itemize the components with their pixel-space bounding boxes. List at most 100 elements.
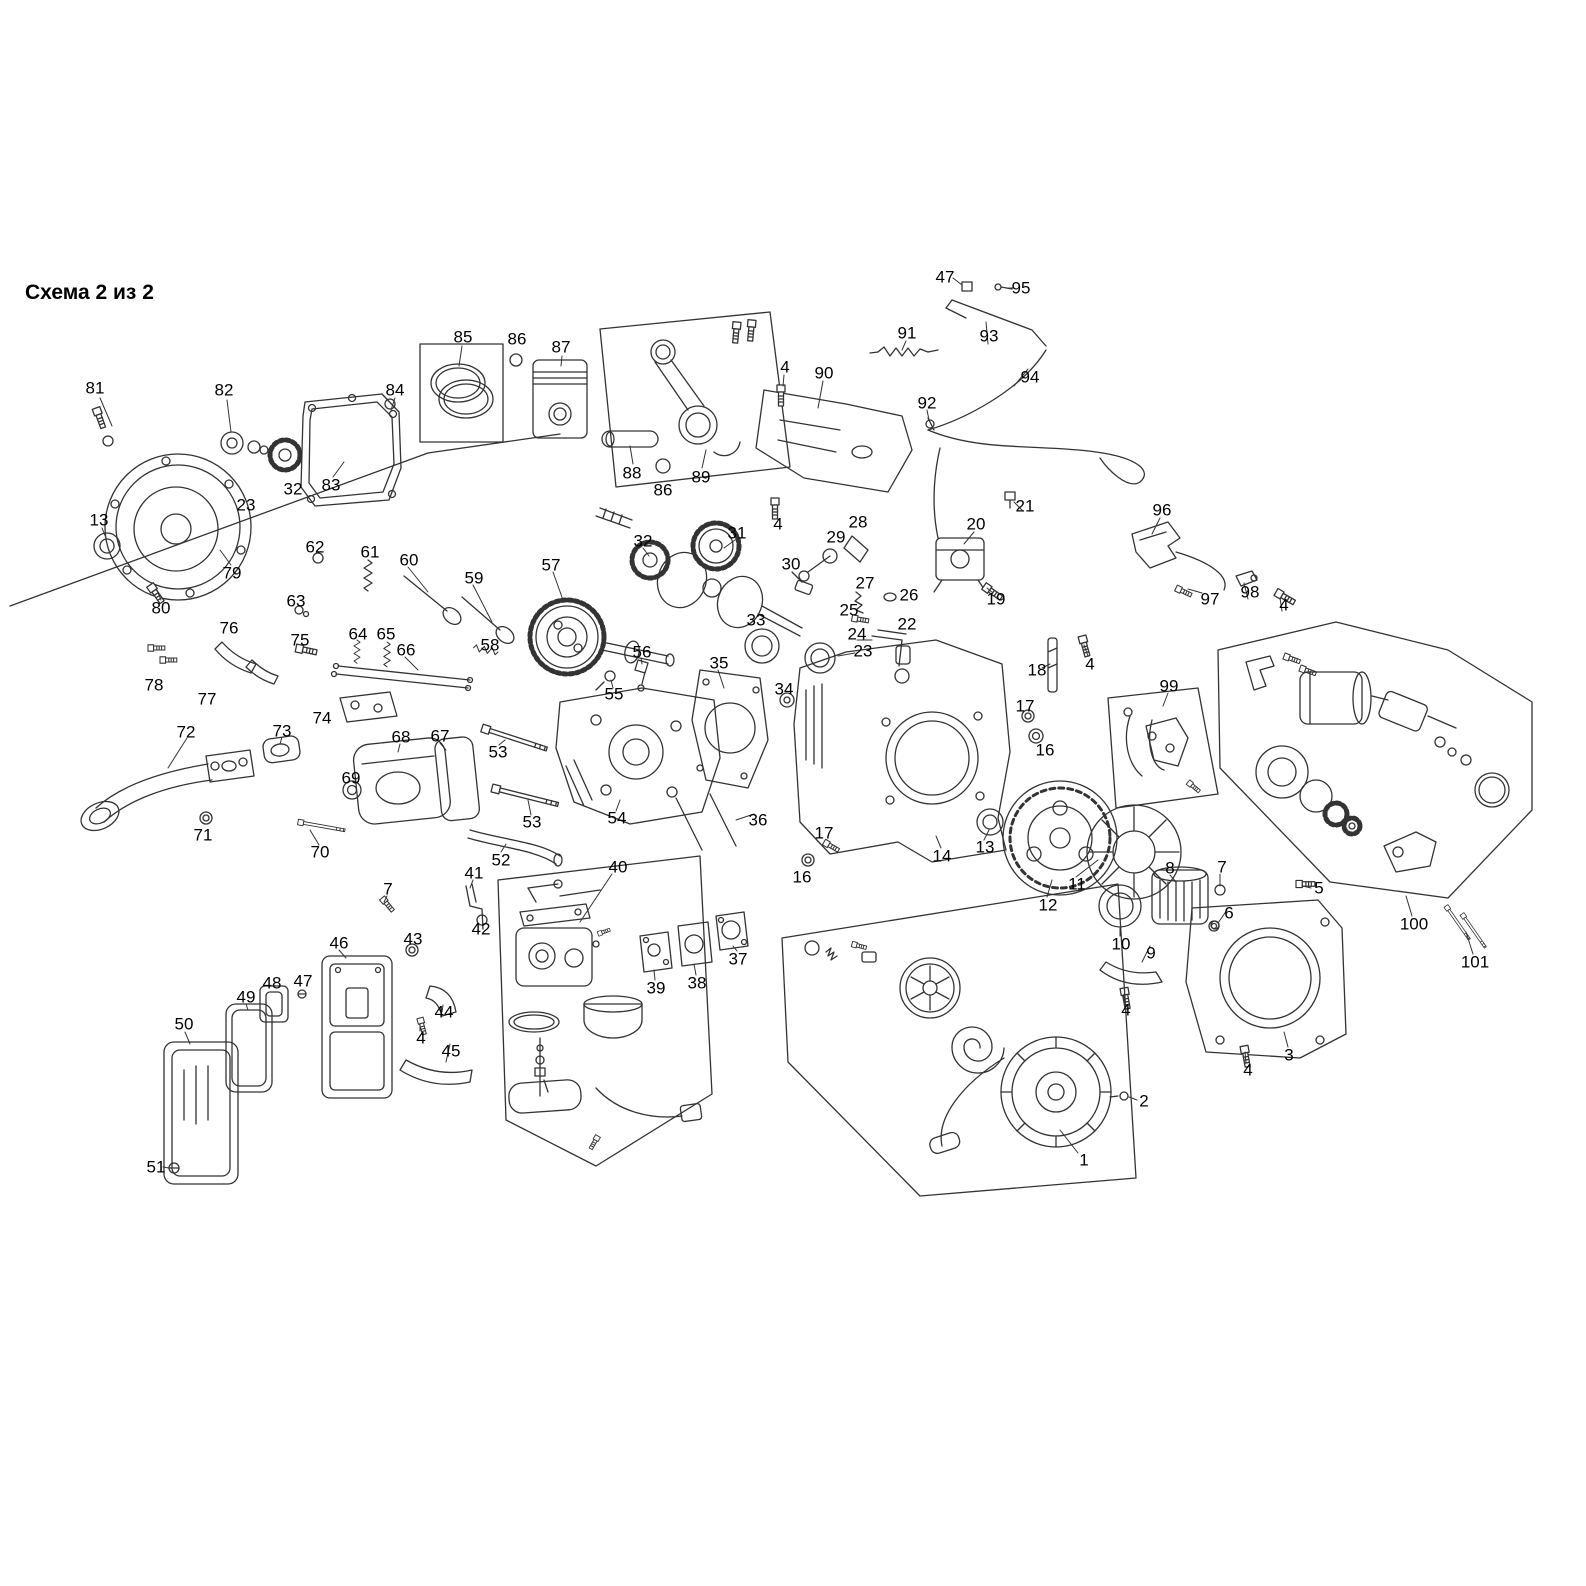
part-label: 87	[551, 337, 571, 357]
part-label: 22	[897, 614, 917, 634]
part-label: 30	[781, 554, 801, 574]
recoil-starter-box	[781, 883, 1137, 1197]
cylinder-baffle	[755, 384, 913, 520]
part-label: 42	[471, 919, 491, 939]
part-label: 4	[773, 514, 783, 534]
part-label: 32	[283, 479, 303, 499]
part-label: 16	[1035, 740, 1055, 760]
part-label: 24	[847, 624, 867, 644]
ignition-module-box	[1107, 687, 1219, 809]
part-label: 78	[144, 675, 164, 695]
part-label: 69	[341, 768, 361, 788]
part-label: 35	[709, 653, 729, 673]
part-label: 90	[814, 363, 834, 383]
part-label: 2	[1139, 1091, 1149, 1111]
part-label: 20	[966, 514, 986, 534]
crankcase-block	[793, 614, 1092, 867]
part-label: 4	[780, 357, 790, 377]
valvetrain	[147, 552, 515, 723]
part-label: 101	[1460, 952, 1490, 972]
part-label: 88	[622, 463, 642, 483]
part-label: 49	[236, 987, 256, 1007]
part-label: 41	[464, 863, 484, 883]
part-label: 70	[310, 842, 330, 862]
governor-linkage	[869, 281, 1145, 485]
part-label: 50	[174, 1014, 194, 1034]
part-label: 95	[1011, 278, 1031, 298]
part-label: 74	[312, 708, 332, 728]
diagram-title: Схема 2 из 2	[25, 281, 154, 304]
air-filter-assembly	[163, 895, 473, 1185]
part-label: 91	[897, 323, 917, 343]
part-label: 12	[1038, 895, 1058, 915]
part-label: 17	[814, 823, 834, 843]
part-label: 53	[522, 812, 542, 832]
blower-housing	[1119, 899, 1347, 1069]
carburetor-box	[465, 855, 749, 1167]
part-label: 33	[746, 610, 766, 630]
part-label: 83	[321, 475, 341, 495]
part-label: 26	[899, 585, 919, 605]
part-label: 23	[236, 495, 256, 515]
part-label: 62	[305, 537, 325, 557]
part-label: 64	[348, 624, 368, 644]
part-label: 7	[383, 879, 393, 899]
divider-lines	[9, 433, 561, 607]
part-label: 37	[728, 949, 748, 969]
part-label: 57	[541, 555, 561, 575]
part-label: 39	[646, 978, 666, 998]
part-label: 34	[774, 679, 794, 699]
part-label: 25	[839, 600, 859, 620]
part-label: 63	[286, 591, 306, 611]
part-label: 54	[607, 808, 627, 828]
part-label: 21	[1015, 496, 1035, 516]
part-label: 18	[1027, 660, 1047, 680]
piston-conrod-assembly	[419, 311, 791, 488]
part-label: 85	[453, 327, 473, 347]
part-label: 46	[329, 933, 349, 953]
part-label: 47	[293, 971, 313, 991]
part-label: 32	[633, 531, 653, 551]
part-label: 52	[491, 850, 511, 870]
part-label: 71	[193, 825, 213, 845]
part-label: 96	[1152, 500, 1172, 520]
part-label: 77	[197, 689, 217, 709]
part-label: 27	[855, 573, 875, 593]
part-label: 61	[360, 542, 380, 562]
part-label: 84	[385, 380, 405, 400]
flywheel-fan-assembly	[1002, 780, 1316, 985]
part-label: 94	[1020, 367, 1040, 387]
part-label: 66	[396, 640, 416, 660]
part-label: 6	[1224, 903, 1234, 923]
part-label: 100	[1399, 914, 1429, 934]
part-label: 4	[1279, 595, 1289, 615]
part-label: 53	[488, 742, 508, 762]
part-label: 76	[219, 618, 239, 638]
intake-manifold	[80, 735, 301, 832]
part-label: 31	[727, 523, 747, 543]
part-label: 97	[1200, 589, 1220, 609]
part-label: 17	[1015, 696, 1035, 716]
part-label: 48	[262, 973, 282, 993]
part-label: 28	[848, 512, 868, 532]
part-label: 82	[214, 380, 234, 400]
part-label: 60	[399, 550, 419, 570]
part-label: 43	[403, 929, 423, 949]
part-label: 4	[416, 1028, 426, 1048]
part-label: 4	[1085, 654, 1095, 674]
part-label: 47	[935, 267, 955, 287]
part-label: 4	[1243, 1060, 1253, 1080]
part-label: 59	[464, 568, 484, 588]
part-label: 93	[979, 326, 999, 346]
part-label: 19	[986, 589, 1006, 609]
part-label: 16	[792, 867, 812, 887]
part-label: 55	[604, 684, 624, 704]
part-label: 5	[1314, 878, 1324, 898]
part-label: 68	[391, 727, 411, 747]
part-label: 13	[975, 837, 995, 857]
part-label: 40	[608, 857, 628, 877]
part-label: 67	[430, 726, 450, 746]
part-label: 36	[748, 810, 768, 830]
muffler-assembly	[297, 736, 563, 867]
